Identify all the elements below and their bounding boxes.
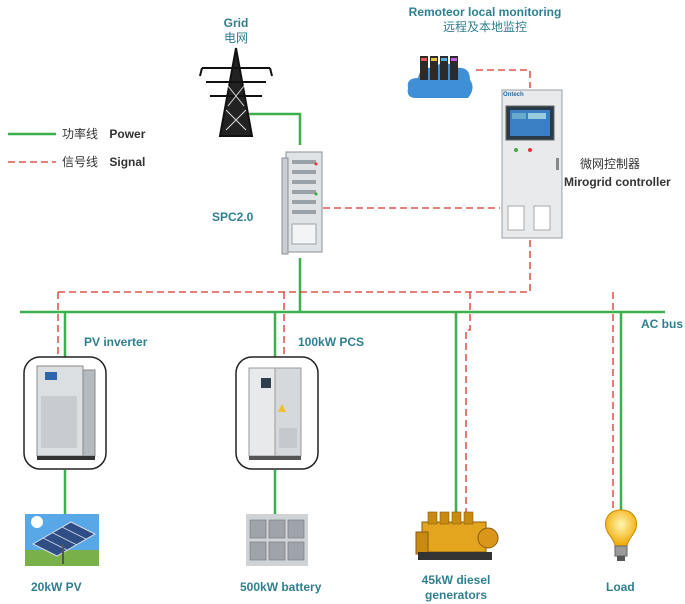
ac-bus-label: AC bus <box>641 317 683 331</box>
legend-signal-en: Signal <box>109 155 146 169</box>
remote-title-en: Remoteor local monitoring <box>408 5 562 19</box>
legend-power: 功率线 Power <box>62 127 145 142</box>
diesel-label: 45kW diesel generators <box>404 573 508 603</box>
light-bulb-icon <box>605 509 637 561</box>
battery-rack-icon <box>246 514 308 566</box>
legend-signal-cn: 信号线 <box>62 155 99 169</box>
remote-title-cn: 远程及本地监控 <box>442 20 527 34</box>
pv-label: 20kW PV <box>31 580 82 594</box>
remote-monitoring-title: Remoteor local monitoring 远程及本地监控 <box>400 5 570 35</box>
grid-to-spc-power-line <box>243 112 302 145</box>
legend-power-en: Power <box>109 127 146 141</box>
legend-power-cn: 功率线 <box>62 127 99 141</box>
pcs-icon <box>235 356 319 470</box>
power-tower-icon <box>199 47 273 137</box>
cloud-server-icon <box>407 56 473 98</box>
controller-signal-trunk <box>58 240 531 293</box>
diesel-generator-icon <box>415 511 499 560</box>
microgrid-controller-cabinet-icon <box>501 89 563 239</box>
spc-cabinet-icon <box>281 151 323 255</box>
signal-lines <box>57 69 614 512</box>
solar-panel-icon <box>25 514 99 566</box>
controller-brand: Ontech <box>503 92 524 98</box>
controller-label-cn: 微网控制器 <box>580 157 641 171</box>
diesel-label-line2: generators <box>424 588 488 602</box>
remote-to-controller-signal-line <box>476 69 531 88</box>
load-label: Load <box>606 580 635 594</box>
pv-inverter-label: PV inverter <box>84 335 148 349</box>
spc-label: SPC2.0 <box>212 210 254 224</box>
grid-title-en: Grid <box>223 16 249 30</box>
grid-title: Grid 电网 <box>208 16 264 46</box>
grid-title-cn: 电网 <box>223 31 248 45</box>
power-lines <box>20 112 665 515</box>
diesel-label-line1: 45kW diesel <box>421 573 491 587</box>
pcs-label: 100kW PCS <box>298 335 365 349</box>
pv-inverter-icon <box>23 356 107 470</box>
controller-label-en: Mirogrid controller <box>564 175 671 189</box>
legend-signal: 信号线 Signal <box>62 155 145 170</box>
signal-to-diesel <box>465 292 471 512</box>
battery-label: 500kW battery <box>240 580 322 594</box>
